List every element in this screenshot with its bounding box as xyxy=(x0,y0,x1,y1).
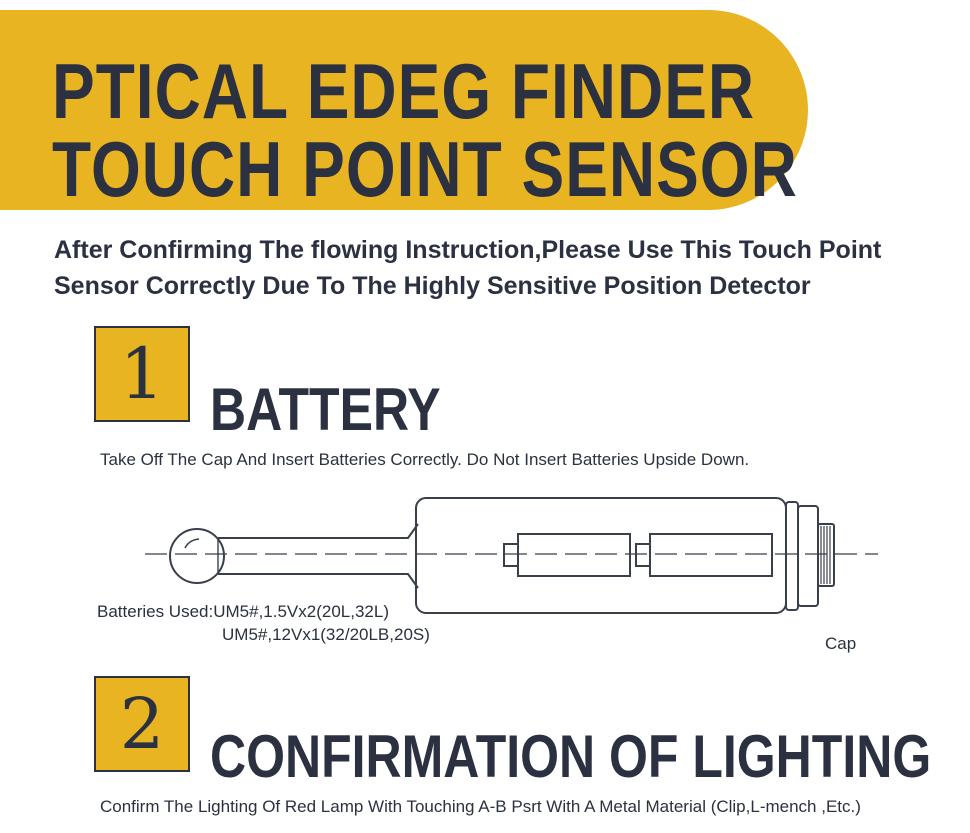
batteries-used-line-2: UM5#,12Vx1(32/20LB,20S) xyxy=(222,625,430,644)
battery-1 xyxy=(503,533,631,577)
cap-ring-2 xyxy=(797,505,819,607)
ball-highlight xyxy=(184,538,200,549)
sensor-shaft xyxy=(218,523,419,589)
section-number-2: 2 xyxy=(94,676,190,772)
sensor-body xyxy=(415,497,787,614)
cap-knob xyxy=(817,523,835,587)
section-number-1: 1 xyxy=(94,326,190,422)
section-description-confirmation: Confirm The Lighting Of Red Lamp With To… xyxy=(100,797,861,816)
ball-tip xyxy=(169,528,225,584)
cap-label: Cap xyxy=(825,634,857,653)
banner-title-line-1: PTICAL EDEG FINDER xyxy=(52,47,756,136)
banner-title-line-2: TOUCH POINT SENSOR xyxy=(52,125,798,214)
batteries-used-line-1: Batteries Used:UM5#,1.5Vx2(20L,32L) xyxy=(97,602,389,621)
section-title-confirmation: CONFIRMATION OF LIGHTING xyxy=(210,723,932,791)
section-description-battery: Take Off The Cap And Insert Batteries Co… xyxy=(100,450,750,469)
cap-ring-1 xyxy=(785,501,799,611)
intro-text: After Confirming The flowing Instruction… xyxy=(54,236,882,300)
title-banner: PTICAL EDEG FINDER TOUCH POINT SENSOR xyxy=(0,10,808,213)
sensor-diagram xyxy=(145,497,878,614)
battery-2 xyxy=(635,533,773,577)
section-title-battery: BATTERY xyxy=(210,376,441,444)
